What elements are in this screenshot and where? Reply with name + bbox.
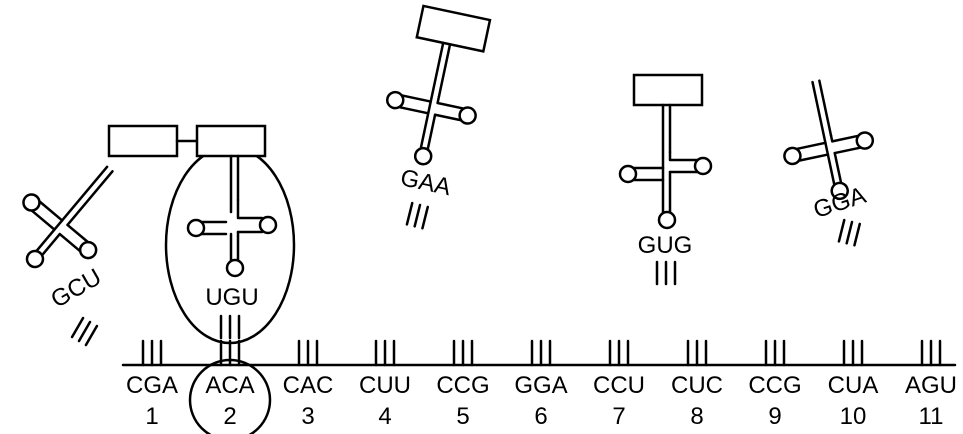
d-loop xyxy=(186,218,206,238)
position-9: 9 xyxy=(768,403,781,430)
t-arm-line xyxy=(236,198,264,220)
codon-5: CCG xyxy=(436,372,489,399)
t-loop xyxy=(458,106,477,125)
anticodon-loop xyxy=(413,146,433,166)
anticodon-pairing-ticks xyxy=(219,314,241,340)
anticodon-label-bound: UGU xyxy=(205,284,258,311)
codon-2: ACA xyxy=(205,372,254,399)
d-loop xyxy=(385,90,405,110)
trna-top-right: GUG xyxy=(618,73,713,286)
codon-6: GGA xyxy=(514,372,567,399)
codon-4: CUU xyxy=(359,372,411,399)
position-5: 5 xyxy=(456,403,469,430)
codon-3: CAC xyxy=(283,372,334,399)
amino-acid-box xyxy=(632,73,704,107)
d-loop xyxy=(22,193,41,212)
position-2: 2 xyxy=(223,403,236,430)
trna-left-free xyxy=(22,165,114,269)
position-4: 4 xyxy=(378,403,391,430)
codon-position-numbers: 1 2 3 4 5 6 7 8 9 10 11 xyxy=(145,403,943,430)
d-loop xyxy=(783,146,802,166)
mrna-strand: CGA ACA CAC CUU CCG GGA CCU CUC CCG CUA … xyxy=(121,339,957,430)
anticodon-loop xyxy=(657,210,677,230)
anticodon-label-far-right: GGA xyxy=(810,182,869,224)
anticodon-ticks-top-right xyxy=(655,260,677,286)
codon-11: AGU xyxy=(905,372,957,399)
anticodon-label-top-right: GUG xyxy=(638,232,693,259)
amino-acid-box xyxy=(415,4,492,53)
position-7: 7 xyxy=(612,403,625,430)
position-10: 10 xyxy=(840,403,867,430)
codon-1: CGA xyxy=(126,372,178,399)
anticodon-ticks-top-left xyxy=(405,201,430,230)
anticodon-loop xyxy=(830,181,849,201)
anticodon-ticks-left xyxy=(70,316,99,347)
position-6: 6 xyxy=(534,403,547,430)
codon-10: CUA xyxy=(828,372,879,399)
amino-acid-box-attached xyxy=(195,124,267,158)
amino-acid-box-chain xyxy=(107,124,179,158)
t-loop xyxy=(78,240,98,260)
codon-base-ticks xyxy=(141,339,942,367)
anticodon-label-top-left: GAA xyxy=(398,164,453,201)
anticodon-label-left: GCU xyxy=(46,263,106,313)
trna-bound: UGU xyxy=(107,124,278,340)
position-8: 8 xyxy=(690,403,703,430)
position-3: 3 xyxy=(301,403,314,430)
ribosome-small-subunit-outline xyxy=(188,358,272,434)
t-loop xyxy=(258,215,278,235)
codon-9: CCG xyxy=(748,372,801,399)
codon-labels: CGA ACA CAC CUU CCG GGA CCU CUC CCG CUA … xyxy=(126,372,957,399)
codon-8: CUC xyxy=(671,372,723,399)
d-loop xyxy=(618,164,638,184)
trna-far-right xyxy=(783,79,875,201)
anticodon-ticks-far-right xyxy=(837,218,862,247)
t-loop xyxy=(693,156,713,176)
position-1: 1 xyxy=(145,403,158,430)
t-loop xyxy=(855,131,875,150)
codon-7: CCU xyxy=(593,372,645,399)
anticodon-loop xyxy=(225,258,245,278)
trna-top-left xyxy=(385,4,492,166)
position-11: 11 xyxy=(919,403,944,430)
anticodon-loop xyxy=(25,249,45,269)
